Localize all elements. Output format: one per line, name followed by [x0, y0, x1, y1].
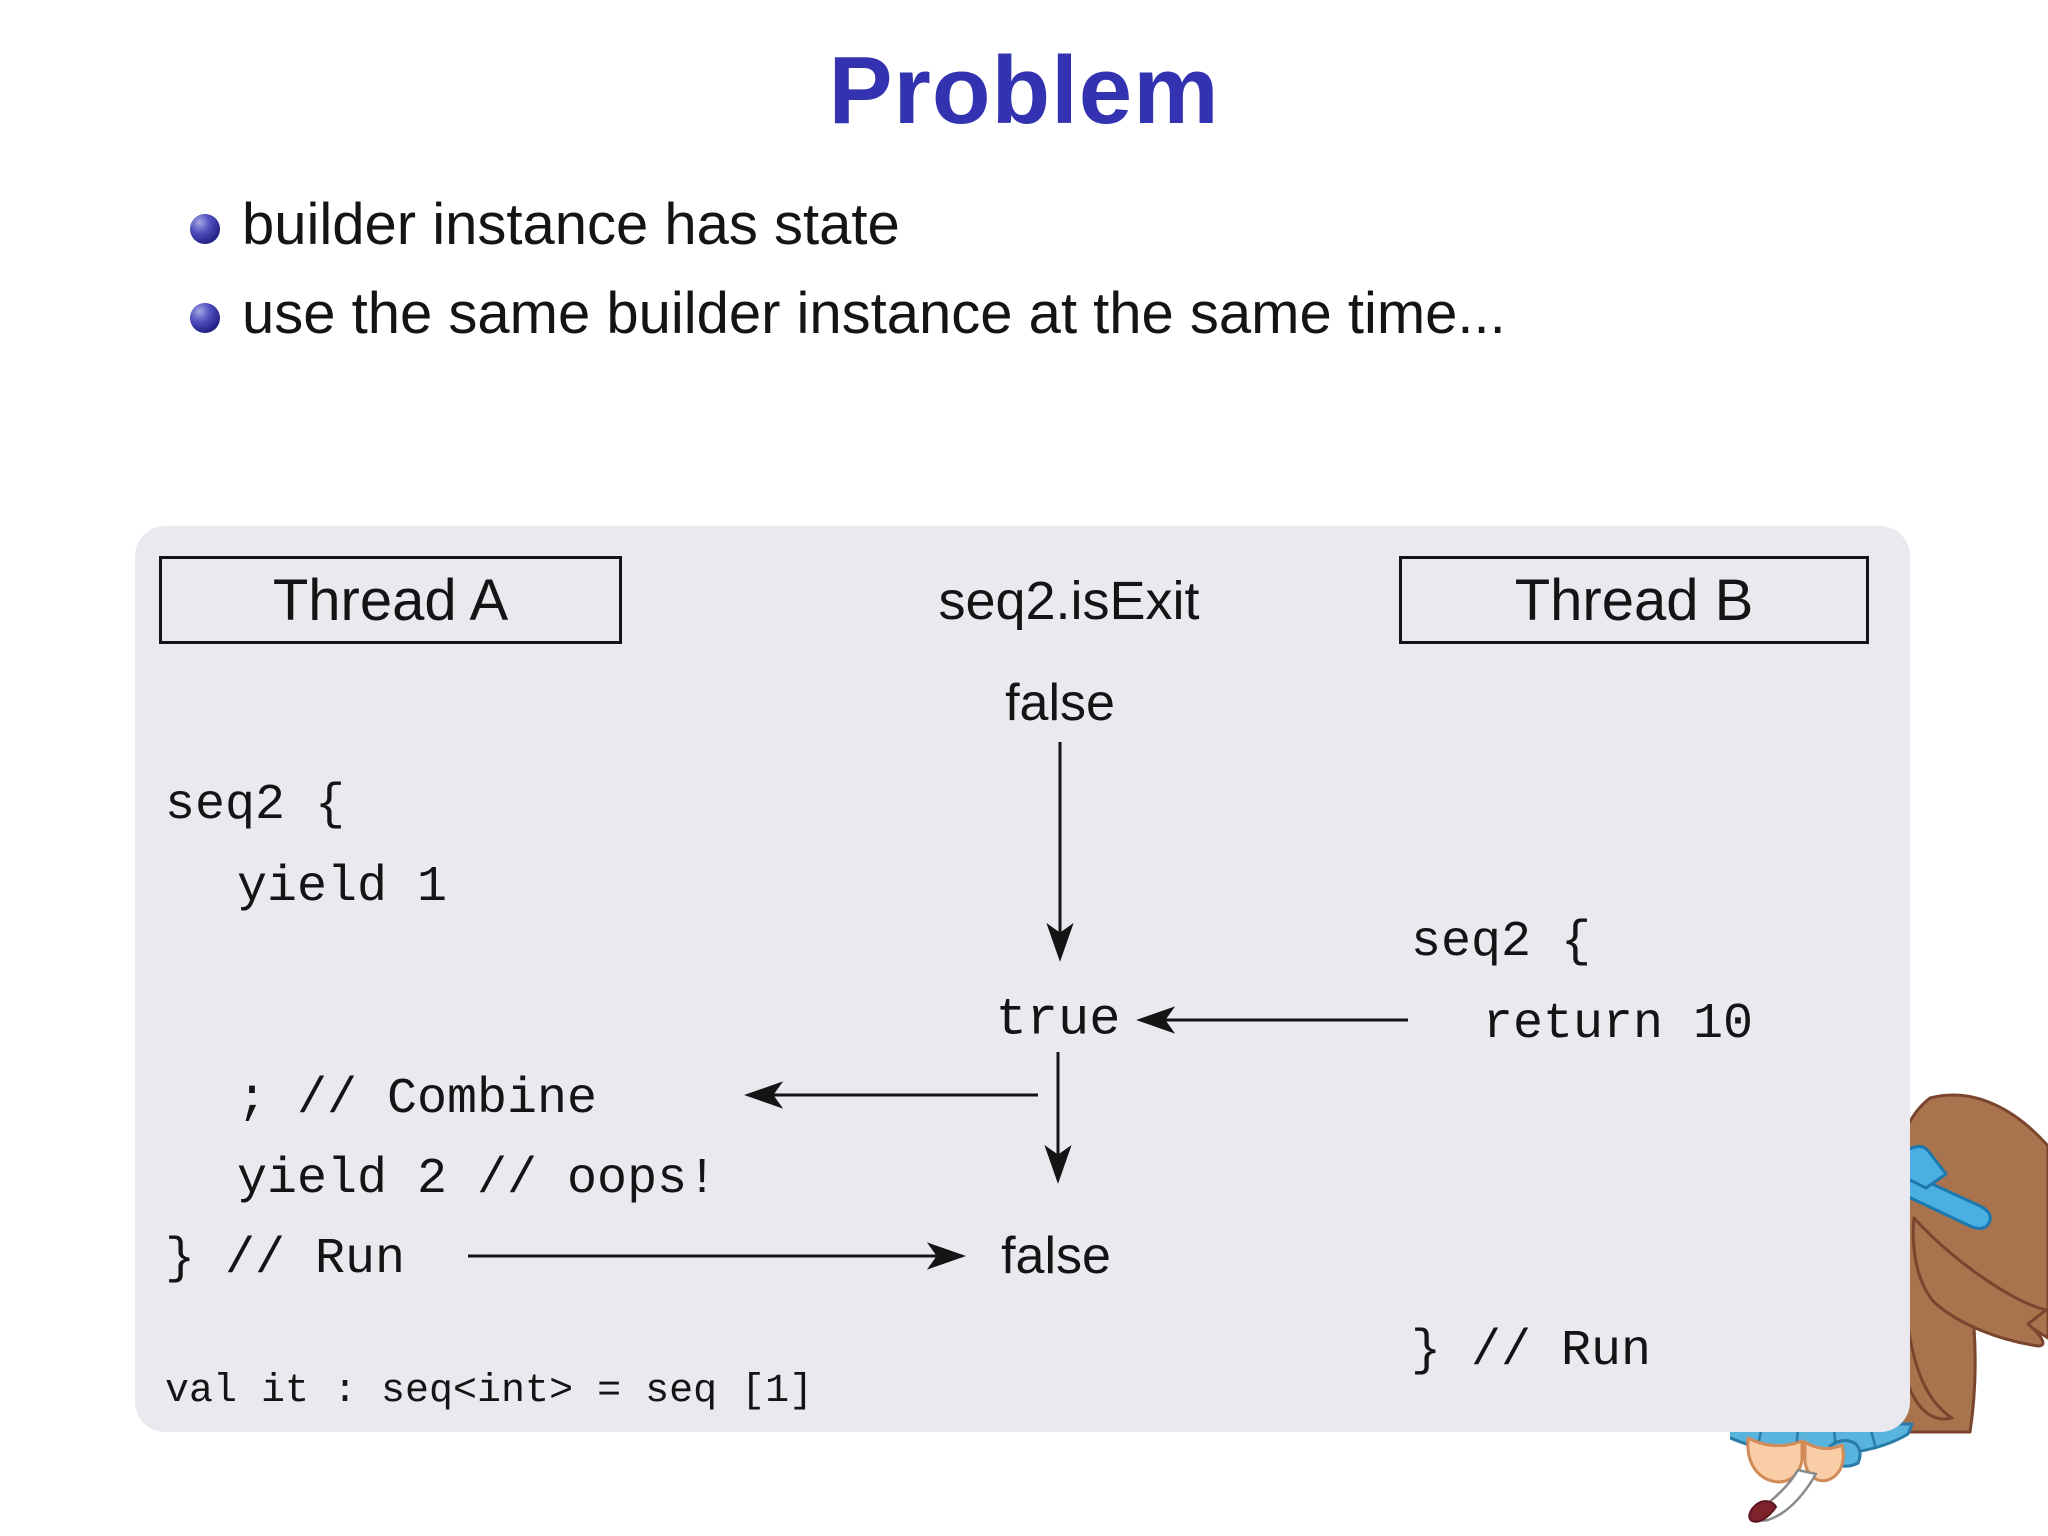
bullet-item: builder instance has state [190, 192, 1506, 259]
thread-b-box: Thread B [1399, 556, 1869, 644]
thread-a-code-line: seq2 { [165, 777, 346, 834]
mascot-hair-strand [1911, 1216, 2048, 1348]
thread-a-box: Thread A [159, 556, 622, 644]
thread-a-code-line: yield 2 // oops! [237, 1151, 718, 1208]
state-true: true [995, 990, 1121, 1050]
slide-title: Problem [828, 37, 1220, 144]
mascot-legs [1746, 1436, 1845, 1484]
thread-a-code-line: } // Run [165, 1231, 406, 1288]
thread-a-code-line: yield 1 [237, 859, 448, 916]
thread-b-code-line: } // Run [1411, 1323, 1652, 1380]
bullet-text: builder instance has state [242, 192, 900, 257]
thread-a-code-line: ; // Combine [237, 1071, 598, 1128]
mascot-sock-shoe [1748, 1468, 1818, 1523]
thread-b-code-line: return 10 [1483, 996, 1754, 1053]
thread-a-result-line: val it : seq<int> = seq [1] [165, 1369, 814, 1414]
monitor-label: seq2.isExit [938, 571, 1200, 631]
mascot-glasses-icon [1896, 1145, 1992, 1230]
anime-girl-peeking-mascot [1730, 1093, 2048, 1523]
state-false-bottom: false [1001, 1227, 1111, 1285]
bullet-ball-icon [190, 214, 220, 244]
thread-b-code-line: seq2 { [1411, 914, 1592, 971]
bullet-item: use the same builder instance at the sam… [190, 281, 1506, 348]
thread-b-label: Thread B [1514, 567, 1754, 633]
diagram-panel [135, 526, 1910, 1432]
bullet-list: builder instance has state use the same … [190, 192, 1506, 369]
thread-a-label: Thread A [272, 567, 509, 633]
state-false-top: false [1005, 674, 1115, 732]
bullet-text: use the same builder instance at the sam… [242, 280, 1506, 346]
bullet-ball-icon [190, 302, 220, 333]
